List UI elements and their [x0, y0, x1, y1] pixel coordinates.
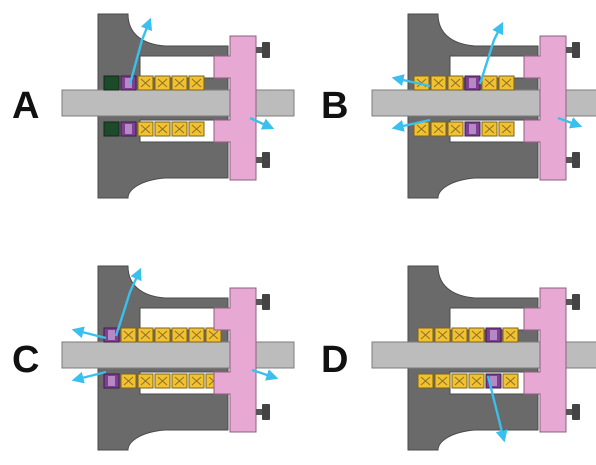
shaft [61, 341, 295, 369]
packing-ring-cross-bottom [174, 124, 185, 134]
packing-ring-cross-top [471, 330, 482, 340]
seal-panel-b [371, 13, 596, 199]
packing-ring-cross-bottom [433, 124, 444, 134]
gland-bolt-nut-1 [262, 404, 270, 420]
packing-ring-cross-top [123, 330, 134, 340]
panel-label-b: B [321, 85, 348, 127]
seal-panel-d [371, 265, 596, 451]
flush-flow-arrow-1 [71, 326, 107, 340]
packing-ring-cross-top [191, 330, 202, 340]
gland-follower [213, 287, 257, 433]
packing-ring-cross-bottom [140, 376, 151, 386]
flush-flow-arrow-1 [391, 74, 431, 88]
packing-ring-cross-bottom [140, 124, 151, 134]
packing-ring-cross-top [433, 78, 444, 88]
flush-flow-arrow-0 [486, 375, 508, 443]
packing-ring-cross-bottom [123, 376, 134, 386]
seal-panel-c [61, 265, 295, 451]
packing-ring-cross-bottom [174, 376, 185, 386]
lantern-ring-groove-bottom [490, 376, 497, 386]
flush-flow-arrow-3 [251, 368, 279, 381]
packing-ring-cross-top [450, 78, 461, 88]
gland-bolt-nut-0 [572, 42, 580, 58]
gland-bolt-nut-0 [262, 42, 270, 58]
packing-ring-cross-top [437, 330, 448, 340]
panel-label-c: C [12, 339, 39, 381]
lantern-ring-groove-top [490, 330, 497, 340]
packing-ring-cross-bottom [191, 376, 202, 386]
packing-ring-cross-top [157, 78, 168, 88]
flush-flow-arrow-0 [478, 21, 504, 85]
gland-bolt-nut-1 [572, 404, 580, 420]
packing-ring-cross-top [505, 330, 516, 340]
flush-flow-arrow-2 [391, 118, 431, 132]
packing-ring-cross-top [208, 330, 219, 340]
gland-bolt-nut-0 [572, 294, 580, 310]
packing-ring-cross-bottom [191, 124, 202, 134]
packing-ring-cross-top [174, 330, 185, 340]
packing-ring-cross-top [157, 330, 168, 340]
seal-panel-a [61, 13, 295, 199]
packing-ring-cross-bottom [454, 376, 465, 386]
gland-bolt-nut-1 [572, 152, 580, 168]
shaft [61, 89, 295, 117]
packing-ring-cross-bottom [501, 124, 512, 134]
bottom-bushing-bottom [103, 121, 120, 137]
packing-ring-cross-top [501, 78, 512, 88]
gland-follower [523, 35, 567, 181]
packing-ring-cross-bottom [420, 376, 431, 386]
packing-ring-cross-bottom [157, 376, 168, 386]
gland-bolt-nut-0 [262, 294, 270, 310]
gland-follower [523, 287, 567, 433]
packing-ring-cross-top [420, 330, 431, 340]
lantern-ring-groove-bottom [469, 124, 476, 134]
gland-follower [213, 35, 257, 181]
flush-flow-arrow-0 [114, 267, 142, 337]
packing-ring-cross-bottom [450, 124, 461, 134]
packing-ring-cross-bottom [471, 376, 482, 386]
flush-flow-arrow-3 [557, 116, 583, 129]
panel-label-d: D [321, 339, 348, 381]
flush-flow-arrow-0 [128, 17, 153, 85]
packing-ring-cross-bottom [484, 124, 495, 134]
packing-ring-cross-top [140, 330, 151, 340]
bottom-bushing-top [103, 75, 120, 91]
lantern-ring-groove-top [469, 78, 476, 88]
packing-ring-cross-bottom [157, 124, 168, 134]
packing-ring-cross-top [454, 330, 465, 340]
flush-flow-arrow-1 [249, 116, 275, 130]
panel-label-a: A [12, 85, 39, 127]
flush-flow-arrow-2 [71, 370, 107, 384]
packing-ring-cross-top [174, 78, 185, 88]
lantern-ring-groove-bottom [125, 124, 132, 134]
lantern-ring-groove-top [125, 78, 132, 88]
packing-ring-cross-bottom [505, 376, 516, 386]
gland-bolt-nut-1 [262, 152, 270, 168]
packing-ring-cross-top [484, 78, 495, 88]
lantern-ring-groove-bottom [108, 376, 115, 386]
packing-ring-cross-top [140, 78, 151, 88]
packing-ring-cross-bottom [437, 376, 448, 386]
packing-ring-cross-bottom [416, 124, 427, 134]
lantern-ring-groove-top [108, 330, 115, 340]
packing-ring-cross-top [191, 78, 202, 88]
